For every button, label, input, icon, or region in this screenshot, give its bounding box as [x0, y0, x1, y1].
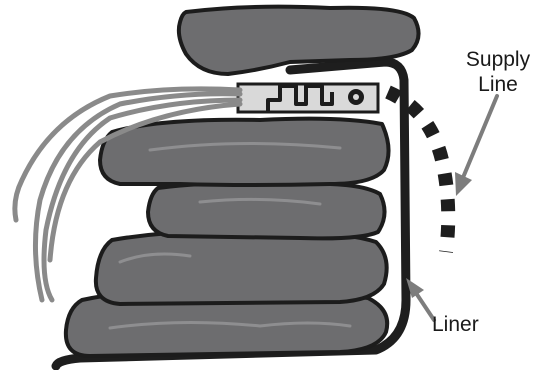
upper-middle-stone	[146, 180, 387, 241]
supply-label-line-2: Line	[478, 73, 518, 96]
supply-line-arrow	[455, 94, 499, 196]
supply-line	[385, 85, 456, 253]
cap-stone	[176, 4, 421, 76]
supply-line-label: Supply Line	[452, 47, 544, 97]
liner-label: Liner	[432, 313, 479, 336]
control-board	[236, 82, 380, 114]
liner-arrow	[406, 278, 436, 322]
bottom-stone	[63, 289, 390, 358]
lower-middle-stone	[93, 230, 389, 306]
wire-bundle	[12, 86, 243, 303]
supply-label-line-1: Supply	[465, 48, 531, 71]
liner	[51, 57, 411, 371]
top-stone	[98, 116, 391, 187]
